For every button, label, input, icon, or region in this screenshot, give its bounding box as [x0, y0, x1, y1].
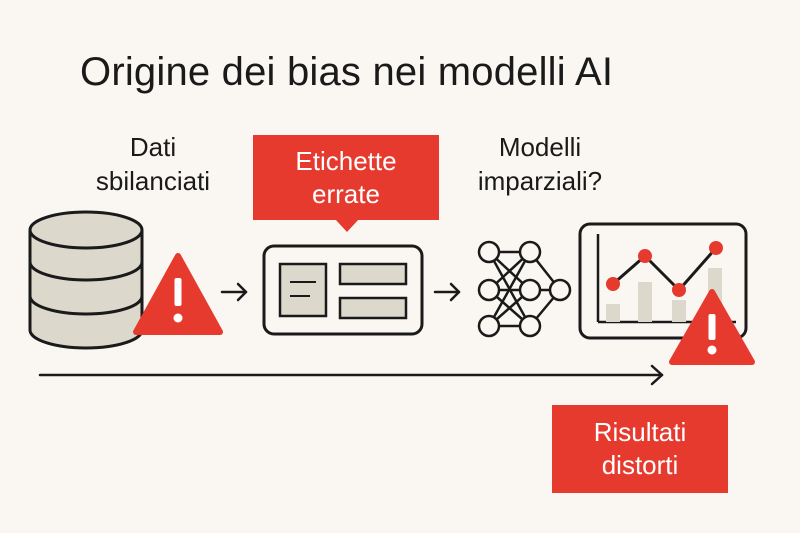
result-box-line2: distorti	[601, 450, 679, 480]
stage-label-modelli: Modelli imparziali?	[440, 130, 640, 198]
stage-label-dati-line2: sbilanciati	[95, 166, 211, 196]
callout-etichette-line1: Etichette	[295, 145, 397, 176]
page-title: Origine dei bias nei modelli AI	[80, 50, 614, 94]
warning-triangle-icon	[133, 253, 223, 335]
result-box: Risultati distorti	[552, 405, 728, 493]
callout-etichette: Etichette errate	[253, 135, 439, 220]
stage-label-dati-line1: Dati	[129, 132, 177, 162]
arrow-right-icon	[433, 282, 461, 302]
timeline-arrow	[38, 364, 664, 386]
arrow-right-icon	[220, 282, 248, 302]
database-icon	[28, 210, 144, 350]
callout-etichette-line2: errate	[312, 178, 380, 209]
neural-network-icon	[477, 240, 572, 338]
form-icon	[262, 244, 424, 336]
warning-triangle-icon	[669, 289, 755, 365]
stage-label-modelli-line2: imparziali?	[477, 166, 603, 196]
result-box-line1: Risultati	[593, 417, 687, 447]
callout-tail	[335, 219, 359, 232]
stage-label-modelli-line1: Modelli	[498, 132, 582, 162]
stage-label-dati: Dati sbilanciati	[68, 130, 238, 198]
